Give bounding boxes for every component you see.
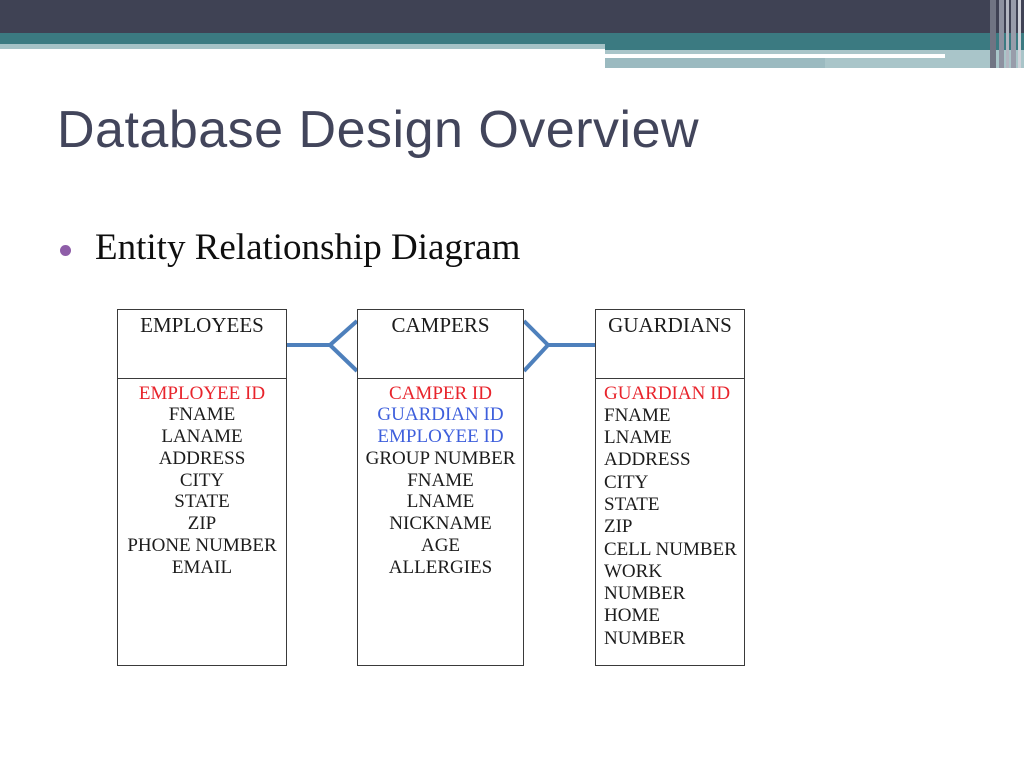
bullet-dot-icon <box>60 245 71 256</box>
entity-field: GUARDIAN ID <box>377 404 504 426</box>
entity-field: LANAME <box>161 426 243 448</box>
bullet-text: Entity Relationship Diagram <box>95 227 521 268</box>
entity-field: CAMPER ID <box>389 382 492 404</box>
entity-field: ALLERGIES <box>388 556 493 578</box>
entity-field: LNAME <box>406 491 475 513</box>
top-bar-sub-band <box>605 58 825 68</box>
entity-field: GUARDIAN ID <box>604 382 731 404</box>
entity-field-list: CAMPER ID GUARDIAN ID EMPLOYEE ID GROUP … <box>358 379 523 579</box>
entity-field: AGE <box>420 535 461 557</box>
top-bar-light-left <box>0 44 605 49</box>
entity-field: ZIP <box>187 513 217 535</box>
bullet-item: Entity Relationship Diagram <box>60 226 520 269</box>
entity-field: CITY <box>179 469 225 491</box>
entity-field-list: EMPLOYEE ID FNAME LANAME ADDRESS CITY ST… <box>118 379 286 579</box>
entity-field: EMAIL <box>171 556 233 578</box>
entity-field: STATE <box>604 493 660 515</box>
crow-foot-connector-guardians-campers <box>522 319 595 373</box>
entity-field: EMPLOYEE ID <box>377 426 504 448</box>
corner-stripes-decoration <box>990 0 1024 68</box>
entity-field: FNAME <box>604 404 671 426</box>
entity-field-list: GUARDIAN ID FNAME LNAME ADDRESS CITY STA… <box>596 379 744 651</box>
entity-field: CELL NUMBER <box>604 538 737 560</box>
entity-box-employees: EMPLOYEES EMPLOYEE ID FNAME LANAME ADDRE… <box>117 309 287 666</box>
entity-field: ZIP <box>604 516 633 538</box>
entity-title: CAMPERS <box>358 310 523 379</box>
entity-title: EMPLOYEES <box>118 310 286 379</box>
entity-field: LNAME <box>604 427 672 449</box>
entity-field: NICKNAME <box>389 513 492 535</box>
entity-field: ADDRESS <box>158 447 246 469</box>
entity-field: EMPLOYEE ID <box>138 382 266 404</box>
entity-field: CITY <box>604 471 649 493</box>
entity-field: STATE <box>174 491 230 513</box>
entity-field: GROUP NUMBER <box>365 447 516 469</box>
entity-title: GUARDIANS <box>596 310 744 379</box>
entity-box-campers: CAMPERS CAMPER ID GUARDIAN ID EMPLOYEE I… <box>357 309 524 666</box>
top-bar-dark <box>0 0 1024 33</box>
crow-foot-connector-employees-campers <box>287 319 359 373</box>
entity-field: WORK NUMBER <box>604 560 686 605</box>
entity-field: PHONE NUMBER <box>127 535 277 557</box>
top-bar-white-stripe <box>605 54 945 58</box>
entity-field: ADDRESS <box>604 449 691 471</box>
entity-box-guardians: GUARDIANS GUARDIAN ID FNAME LNAME ADDRES… <box>595 309 745 666</box>
top-bar-teal-left <box>0 33 605 44</box>
entity-field: FNAME <box>168 404 236 426</box>
top-bar-teal-right <box>605 33 1024 50</box>
entity-field: FNAME <box>407 469 474 491</box>
entity-field: HOME NUMBER <box>604 605 686 649</box>
slide-title: Database Design Overview <box>57 101 700 159</box>
